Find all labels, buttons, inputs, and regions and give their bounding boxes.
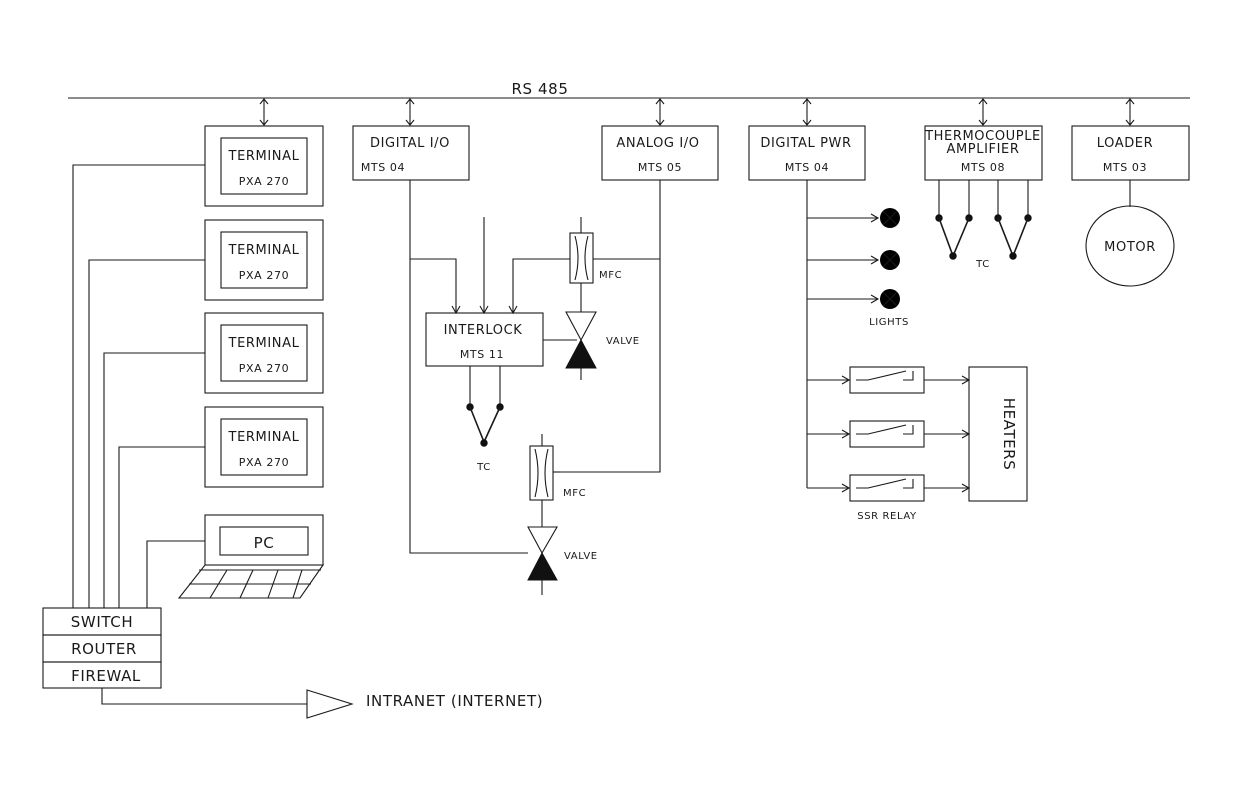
pc-laptop: PC bbox=[177, 514, 325, 599]
terminal-screen bbox=[220, 137, 308, 195]
mfc-lower-label: MFC bbox=[563, 488, 586, 499]
terminal-2: TERMINAL PXA 270 bbox=[204, 219, 324, 301]
module-title: DIGITAL I/O bbox=[370, 136, 450, 151]
valve-upper: VALVE bbox=[565, 311, 640, 380]
router-label: ROUTER bbox=[71, 640, 137, 658]
lamp-icon bbox=[880, 289, 900, 309]
terminal-screen bbox=[220, 324, 308, 382]
module-title: LOADER bbox=[1097, 136, 1154, 151]
thermocouple-interlock: TC bbox=[466, 403, 504, 473]
firewall-label: FIREWAL bbox=[71, 667, 141, 685]
motor-label: MOTOR bbox=[1104, 240, 1156, 255]
module-model: MTS 04 bbox=[361, 161, 405, 174]
pc-label: PC bbox=[254, 534, 275, 552]
drop-terminal bbox=[259, 98, 269, 126]
tc-amp-label: TC bbox=[975, 259, 990, 270]
terminal-model: PXA 270 bbox=[239, 362, 289, 375]
lamp-icon bbox=[880, 208, 900, 228]
module-model: MTS 04 bbox=[785, 161, 829, 174]
module-title: DIGITAL PWR bbox=[760, 136, 851, 151]
keyboard-icon bbox=[177, 564, 325, 599]
terminal-frame bbox=[204, 125, 324, 207]
pc-screen bbox=[219, 526, 309, 556]
mfc-upper: MFC bbox=[569, 217, 622, 312]
terminal-title: TERMINAL bbox=[228, 149, 300, 164]
terminal-title: TERMINAL bbox=[228, 336, 300, 351]
module-title-line2: AMPLIFIER bbox=[947, 142, 1020, 157]
heaters-label: HEATERS bbox=[1000, 398, 1018, 471]
bus-label: RS 485 bbox=[512, 80, 569, 98]
module-title-line1: THERMOCOUPLE bbox=[924, 129, 1041, 144]
power-wiring bbox=[806, 180, 880, 493]
heaters: HEATERS bbox=[968, 366, 1028, 502]
drop-loader bbox=[1125, 98, 1135, 126]
terminal-model: PXA 270 bbox=[239, 456, 289, 469]
terminal-screen bbox=[220, 231, 308, 289]
mfc-lower: MFC bbox=[529, 434, 586, 527]
module-digital-io: DIGITAL I/O MTS 04 bbox=[352, 125, 470, 181]
valve-upper-label: VALVE bbox=[606, 336, 640, 347]
lamp-icon bbox=[880, 250, 900, 270]
module-model: MTS 08 bbox=[961, 161, 1005, 174]
network-wiring bbox=[72, 164, 205, 608]
module-title: INTERLOCK bbox=[444, 323, 523, 338]
drop-digital-pwr bbox=[802, 98, 812, 126]
terminal-screen bbox=[220, 418, 308, 476]
terminal-3: TERMINAL PXA 270 bbox=[204, 312, 324, 394]
module-interlock: INTERLOCK MTS 11 bbox=[425, 312, 544, 367]
network-stack: SWITCH ROUTER FIREWAL bbox=[42, 607, 162, 689]
drop-analog-io bbox=[655, 98, 665, 126]
mfc-upper-label: MFC bbox=[599, 270, 622, 281]
module-title: ANALOG I/O bbox=[616, 136, 699, 151]
terminal-4: TERMINAL PXA 270 bbox=[204, 406, 324, 488]
tc-interlock-label: TC bbox=[476, 462, 491, 473]
terminal-model: PXA 270 bbox=[239, 269, 289, 282]
lights-label: LIGHTS bbox=[869, 317, 909, 328]
module-model: MTS 11 bbox=[460, 348, 504, 361]
module-thermocouple-amplifier: THERMOCOUPLE AMPLIFIER MTS 08 bbox=[924, 125, 1043, 181]
module-analog-io: ANALOG I/O MTS 05 bbox=[601, 125, 719, 181]
module-model: MTS 03 bbox=[1103, 161, 1147, 174]
terminal-1: TERMINAL PXA 270 bbox=[204, 125, 324, 207]
lights: LIGHTS bbox=[869, 208, 909, 328]
uplink-label: INTRANET (INTERNET) bbox=[366, 692, 543, 710]
drop-thermo-amp bbox=[978, 98, 988, 126]
thermocouples-amp: TC bbox=[935, 180, 1032, 270]
terminal-title: TERMINAL bbox=[228, 430, 300, 445]
terminal-model: PXA 270 bbox=[239, 175, 289, 188]
motor: MOTOR bbox=[1085, 180, 1175, 287]
valve-lower: VALVE bbox=[527, 526, 598, 595]
uplink: INTRANET (INTERNET) bbox=[101, 688, 543, 719]
rs485-bus: RS 485 bbox=[68, 80, 1190, 99]
ssr-relay-label: SSR RELAY bbox=[857, 511, 917, 522]
relay-2 bbox=[849, 420, 971, 448]
relay-3 bbox=[849, 474, 971, 502]
module-model: MTS 05 bbox=[638, 161, 682, 174]
process-wiring bbox=[409, 180, 661, 554]
switch-label: SWITCH bbox=[71, 613, 133, 631]
bus-drops bbox=[259, 98, 1135, 126]
ssr-relays: SSR RELAY bbox=[849, 366, 971, 522]
module-loader: LOADER MTS 03 bbox=[1071, 125, 1190, 181]
uplink-arrow-icon bbox=[306, 689, 354, 719]
module-digital-pwr: DIGITAL PWR MTS 04 bbox=[748, 125, 866, 181]
drop-digital-io bbox=[405, 98, 415, 126]
valve-lower-label: VALVE bbox=[564, 551, 598, 562]
relay-1 bbox=[849, 366, 971, 394]
terminal-title: TERMINAL bbox=[228, 243, 300, 258]
